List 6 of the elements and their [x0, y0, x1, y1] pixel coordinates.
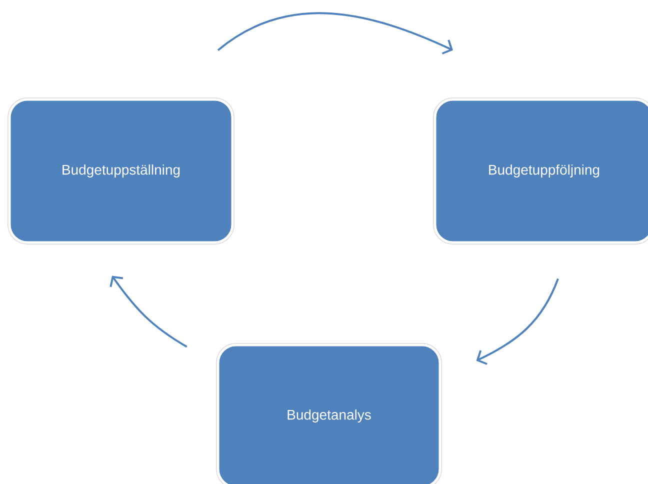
arrow [476, 278, 559, 365]
process-box: Budgetanalys [216, 342, 442, 484]
arrow [110, 276, 188, 348]
process-box: Budgetuppställning [8, 98, 234, 244]
process-box: Budgetuppföljning [433, 98, 648, 244]
arrow [217, 12, 453, 54]
